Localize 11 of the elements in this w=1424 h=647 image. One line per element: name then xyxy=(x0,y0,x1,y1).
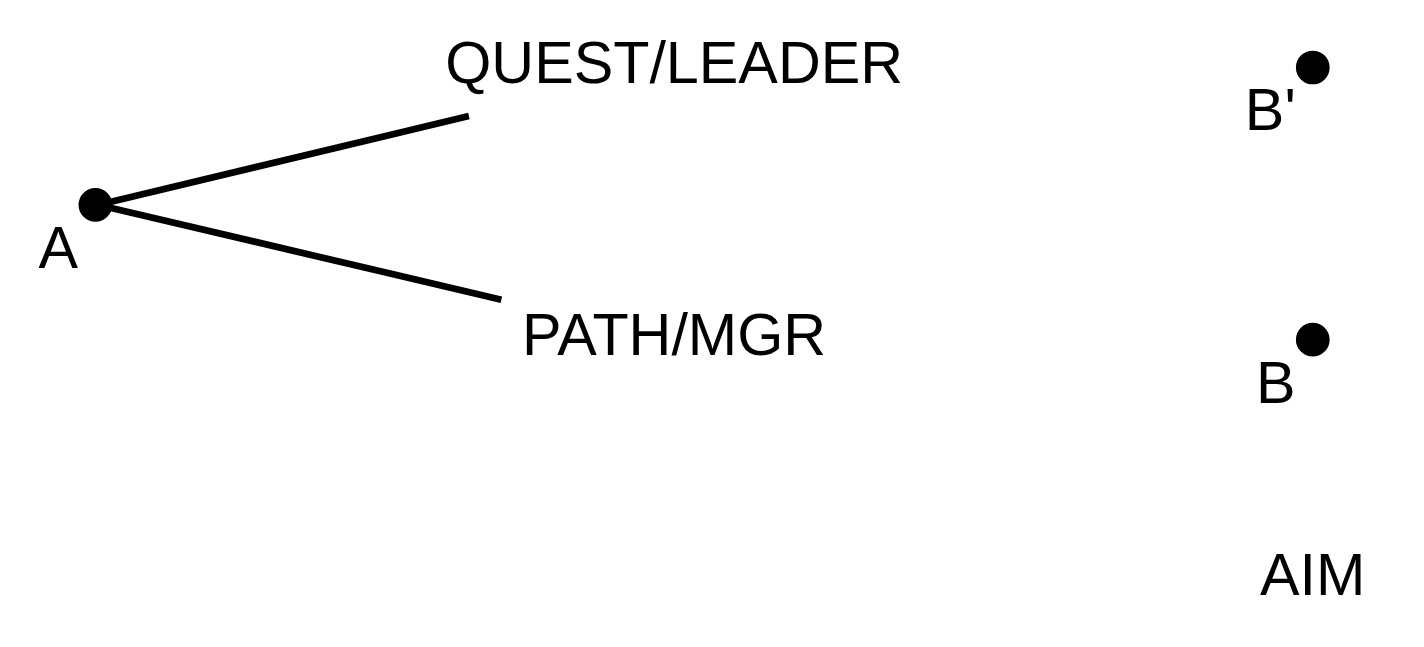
node-circle xyxy=(1295,50,1330,85)
connector xyxy=(109,112,470,206)
node-circle xyxy=(78,188,112,222)
node-text: QUEST/LEADER xyxy=(444,28,903,96)
node-text: PATH/MGR xyxy=(521,300,826,368)
node-label: B xyxy=(1255,348,1295,416)
node-circle xyxy=(1295,322,1330,357)
node-label: A xyxy=(38,213,78,281)
node-label: B' xyxy=(1244,76,1296,144)
node-label: AIM xyxy=(1259,540,1365,608)
connector xyxy=(109,204,502,303)
